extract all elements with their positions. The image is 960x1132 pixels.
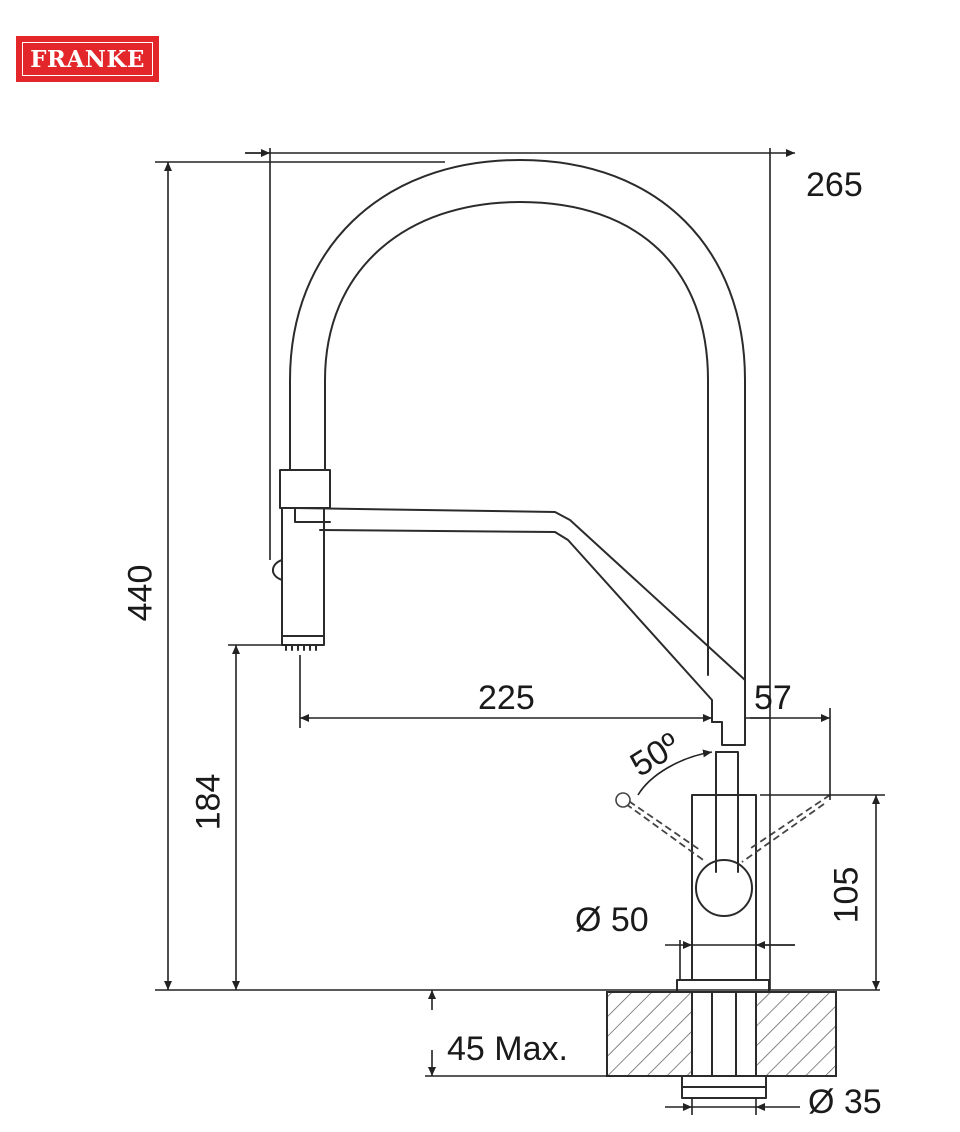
spray-button [272,559,283,581]
faucet-body [691,794,757,981]
arc-outer [289,159,746,681]
dim-label-265: 265 [806,166,863,204]
worktop-left [606,991,693,1077]
spray-head-nozzle [281,635,325,646]
lever-arm [715,751,739,873]
arc-inner [324,201,709,676]
worktop-right [755,991,837,1077]
dim-label-diameter-50: Ø 50 [575,901,649,939]
spray-head-body [281,507,325,637]
dim-label-440: 440 [121,564,160,622]
angle-arc-50 [637,749,713,796]
logo-text: FRANKE [30,45,145,73]
dim-label-225: 225 [478,679,535,717]
lever-position-left [619,794,707,863]
spout-arm-bottom [319,529,713,723]
lever-position-right [741,794,831,863]
spout-arm-top [294,507,746,681]
dim-label-45-max: 45 Max. [447,1030,568,1068]
dim-label-diameter-35: Ø 35 [808,1083,882,1121]
dim-label-105: 105 [827,866,866,924]
franke-logo: FRANKE [16,36,159,82]
dim-label-184: 184 [189,773,228,831]
lever-knob [695,859,753,917]
spray-head-collar [279,469,331,509]
shank [691,991,757,1077]
dim-label-57: 57 [754,679,792,717]
